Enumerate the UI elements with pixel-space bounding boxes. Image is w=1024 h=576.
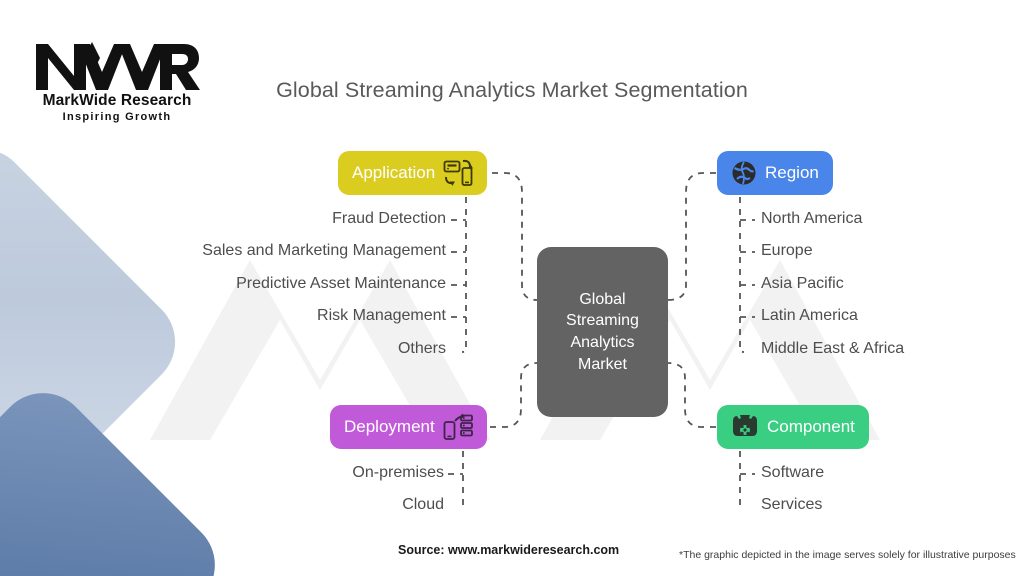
category-label-region: Region xyxy=(765,163,819,182)
page-title: Global Streaming Analytics Market Segmen… xyxy=(276,78,748,102)
center-node-label: Global Streaming Analytics Market xyxy=(566,289,639,375)
leaf-item: Cloud xyxy=(402,496,444,513)
globe-icon xyxy=(731,160,757,186)
category-pill-component[interactable]: Component xyxy=(717,405,869,449)
leaf-item: Fraud Detection xyxy=(332,210,446,227)
source-attribution: Source: www.markwideresearch.com xyxy=(398,543,620,557)
category-label-deployment: Deployment xyxy=(344,417,435,436)
leaf-item: Software xyxy=(761,464,825,481)
leaf-item: Latin America xyxy=(761,307,858,324)
leaf-item: Sales and Marketing Management xyxy=(202,242,446,259)
disclaimer-text: *The graphic depicted in the image serve… xyxy=(679,549,1016,561)
connector-region-spine xyxy=(739,173,745,353)
connector-component-center xyxy=(667,362,716,428)
category-pill-deployment[interactable]: Deployment xyxy=(330,405,487,449)
center-line-4: Market xyxy=(578,355,627,373)
brand-tagline: Inspiring Growth xyxy=(62,111,172,123)
category-label-component: Component xyxy=(767,417,855,436)
center-line-3: Analytics xyxy=(570,334,635,351)
component-gear-icon xyxy=(731,414,759,440)
decorative-shape-dark xyxy=(0,374,234,576)
leaf-item: Europe xyxy=(761,242,813,259)
center-line-2: Streaming xyxy=(566,312,639,330)
brand-logo: MarkWide Research Inspiring Growth xyxy=(34,32,200,123)
decorative-shape-light xyxy=(0,129,195,555)
center-node: Global Streaming Analytics Market xyxy=(537,247,668,417)
category-pill-application[interactable]: Application xyxy=(338,151,488,195)
leaf-item: Predictive Asset Maintenance xyxy=(236,275,446,292)
mwr-logo-icon xyxy=(36,42,200,90)
connector-application-center xyxy=(492,172,538,301)
leaf-item: On-premises xyxy=(352,464,444,481)
connector-region-center xyxy=(667,172,716,301)
leaf-item: Asia Pacific xyxy=(761,275,844,292)
category-pill-region[interactable]: Region xyxy=(717,151,833,195)
connector-deployment-center xyxy=(490,362,538,428)
leaf-item: Services xyxy=(761,496,823,513)
category-label-application: Application xyxy=(352,163,436,182)
leaf-item: Others xyxy=(397,340,446,357)
connector-application-spine xyxy=(461,173,467,353)
leaf-item: North America xyxy=(761,210,863,227)
leaf-item: Risk Management xyxy=(317,307,446,324)
center-line-1: Global xyxy=(579,290,626,308)
device-sync-icon xyxy=(443,159,474,187)
leaf-item: Middle East & Africa xyxy=(761,340,905,357)
brand-name: MarkWide Research xyxy=(42,92,192,109)
device-server-icon xyxy=(443,413,473,441)
